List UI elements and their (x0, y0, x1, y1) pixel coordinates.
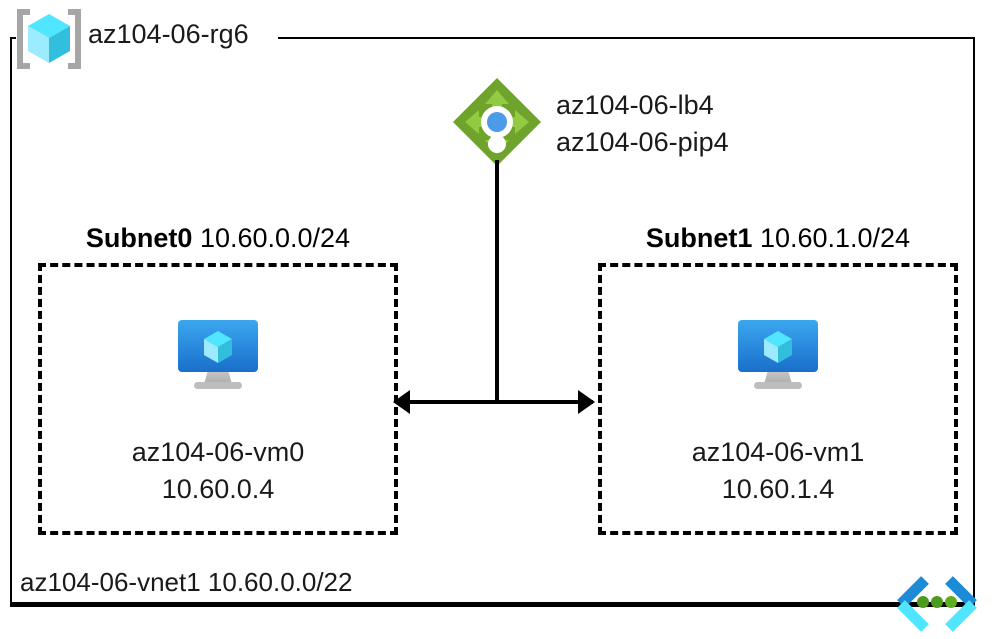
virtual-network-icon (891, 576, 983, 632)
resource-group-border-top-left (10, 37, 16, 39)
subnet1-cidr: 10.60.1.0/24 (759, 223, 911, 253)
arrow-head-right-icon (578, 390, 595, 414)
vm1-name: az104-06-vm1 (691, 437, 865, 467)
resource-group-label: az104-06-rg6 (88, 19, 249, 49)
vm0-label: az104-06-vm0 10.60.0.4 (38, 434, 398, 508)
subnet1-name: Subnet1 (645, 223, 753, 253)
resource-group-border-top-right (278, 37, 975, 39)
load-balancer-connector-line (495, 160, 499, 402)
virtual-machine-icon (732, 314, 824, 394)
vm1-label: az104-06-vm1 10.60.1.4 (598, 434, 958, 508)
vm0-name: az104-06-vm0 (131, 437, 305, 467)
arrow-head-left-icon (393, 390, 410, 414)
subnet-connector-line (403, 400, 593, 404)
subnet1-title: Subnet1 10.60.1.0/24 (598, 222, 958, 254)
load-balancer-name: az104-06-lb4 (556, 90, 714, 120)
subnet0-cidr: 10.60.0.0/24 (199, 223, 351, 253)
load-balancer-label: az104-06-lb4 az104-06-pip4 (556, 87, 729, 161)
subnet0-name: Subnet0 (85, 223, 193, 253)
resource-group-cube-icon (16, 6, 82, 72)
subnet1-boundary (598, 263, 958, 535)
load-balancer-icon (449, 74, 545, 170)
vm1-ip: 10.60.1.4 (721, 474, 835, 504)
vnet-label: az104-06-vnet1 10.60.0.0/22 (20, 567, 353, 597)
public-ip-name: az104-06-pip4 (556, 127, 729, 157)
vm0-ip: 10.60.0.4 (161, 474, 275, 504)
resource-group-border-right (973, 37, 975, 607)
subnet0-title: Subnet0 10.60.0.0/24 (38, 222, 398, 254)
resource-group-border-left (10, 37, 12, 607)
resource-group-border-bottom (10, 602, 975, 607)
virtual-machine-icon (172, 314, 264, 394)
